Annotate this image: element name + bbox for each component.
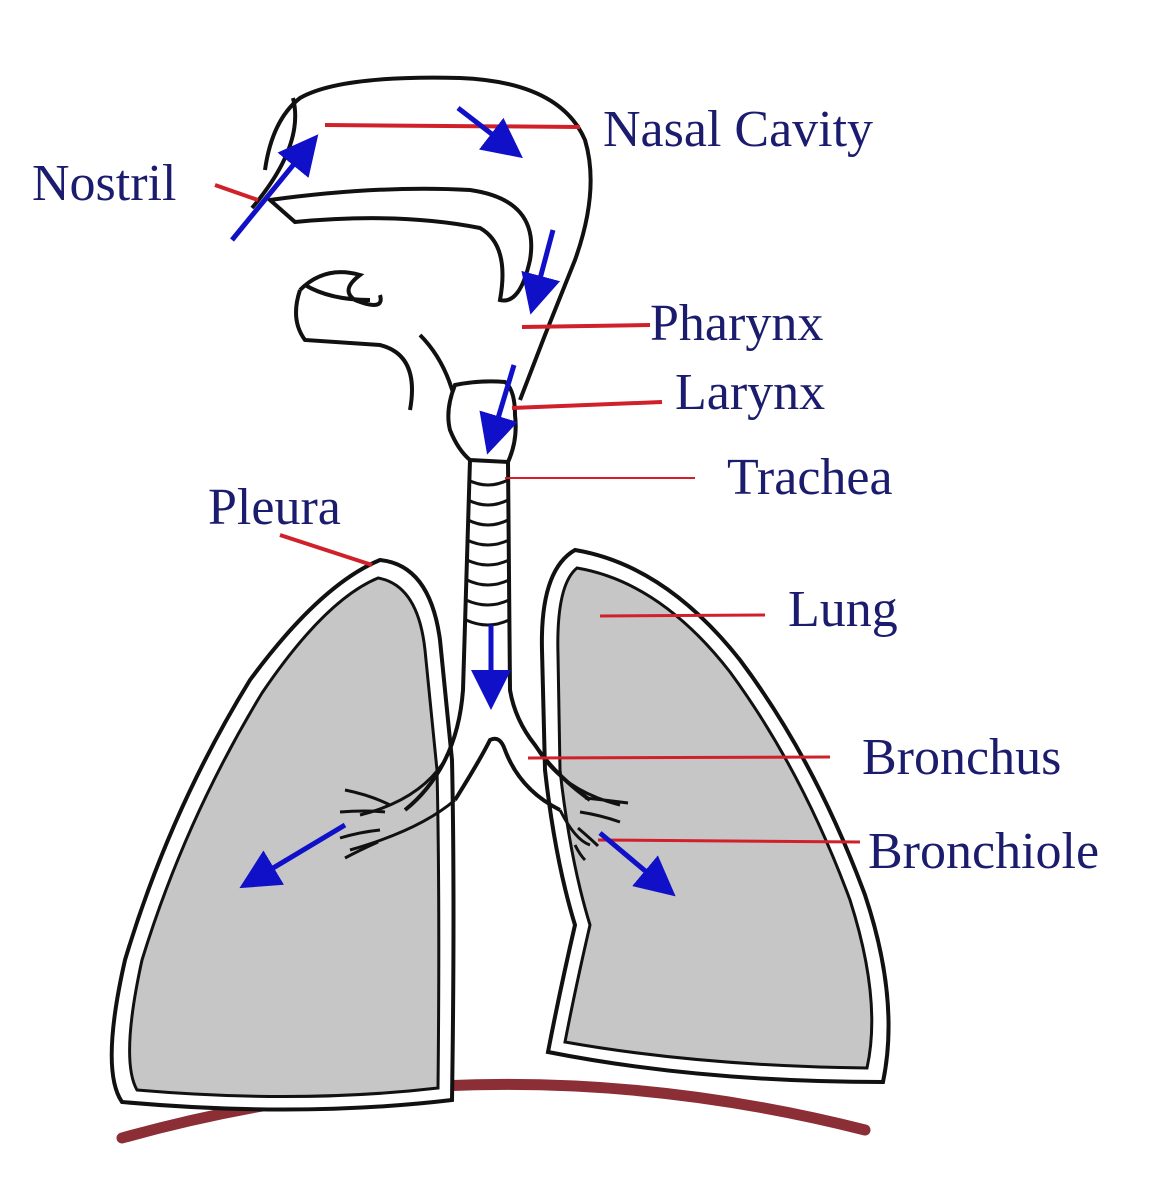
arrow-icon	[230, 134, 319, 242]
label-lung: Lung	[788, 581, 898, 638]
label-bronchus: Bronchus	[862, 729, 1062, 786]
label-trachea: Trachea	[727, 449, 893, 506]
arrow-icon	[456, 106, 523, 159]
arrow-icon	[521, 229, 561, 315]
right-bronchioles	[573, 796, 629, 862]
airflow-arrows	[230, 106, 676, 897]
leader-pharynx	[521, 323, 651, 329]
label-nostril: Nostril	[32, 155, 177, 212]
arrow-icon	[479, 364, 518, 455]
left-lung	[128, 576, 441, 1099]
carina	[453, 736, 561, 812]
arrow-icon	[598, 831, 676, 897]
leader-nostril	[214, 183, 259, 202]
label-larynx: Larynx	[675, 364, 826, 421]
leader-larynx	[511, 400, 663, 410]
right-lung	[556, 566, 874, 1070]
label-nasal-cavity: Nasal Cavity	[603, 101, 874, 158]
palate	[265, 186, 534, 303]
trachea-rings	[465, 478, 510, 627]
diaphragm	[116, 1078, 871, 1144]
leader-lines	[214, 123, 861, 844]
leader-bronchus	[527, 755, 831, 760]
left-bronchioles	[339, 788, 391, 860]
leader-pleura	[279, 533, 373, 567]
leader-bronchiole	[597, 838, 861, 844]
leader-lung	[599, 613, 766, 618]
trachea-left-wall	[403, 459, 472, 812]
label-bronchiole: Bronchiole	[868, 823, 1100, 880]
label-pharynx: Pharynx	[650, 295, 824, 352]
arrow-icon	[239, 822, 347, 889]
pharynx-wall	[418, 333, 457, 401]
leader-nasal-cavity	[324, 123, 581, 129]
mouth-jaw	[294, 270, 414, 411]
label-pleura: Pleura	[208, 479, 341, 536]
